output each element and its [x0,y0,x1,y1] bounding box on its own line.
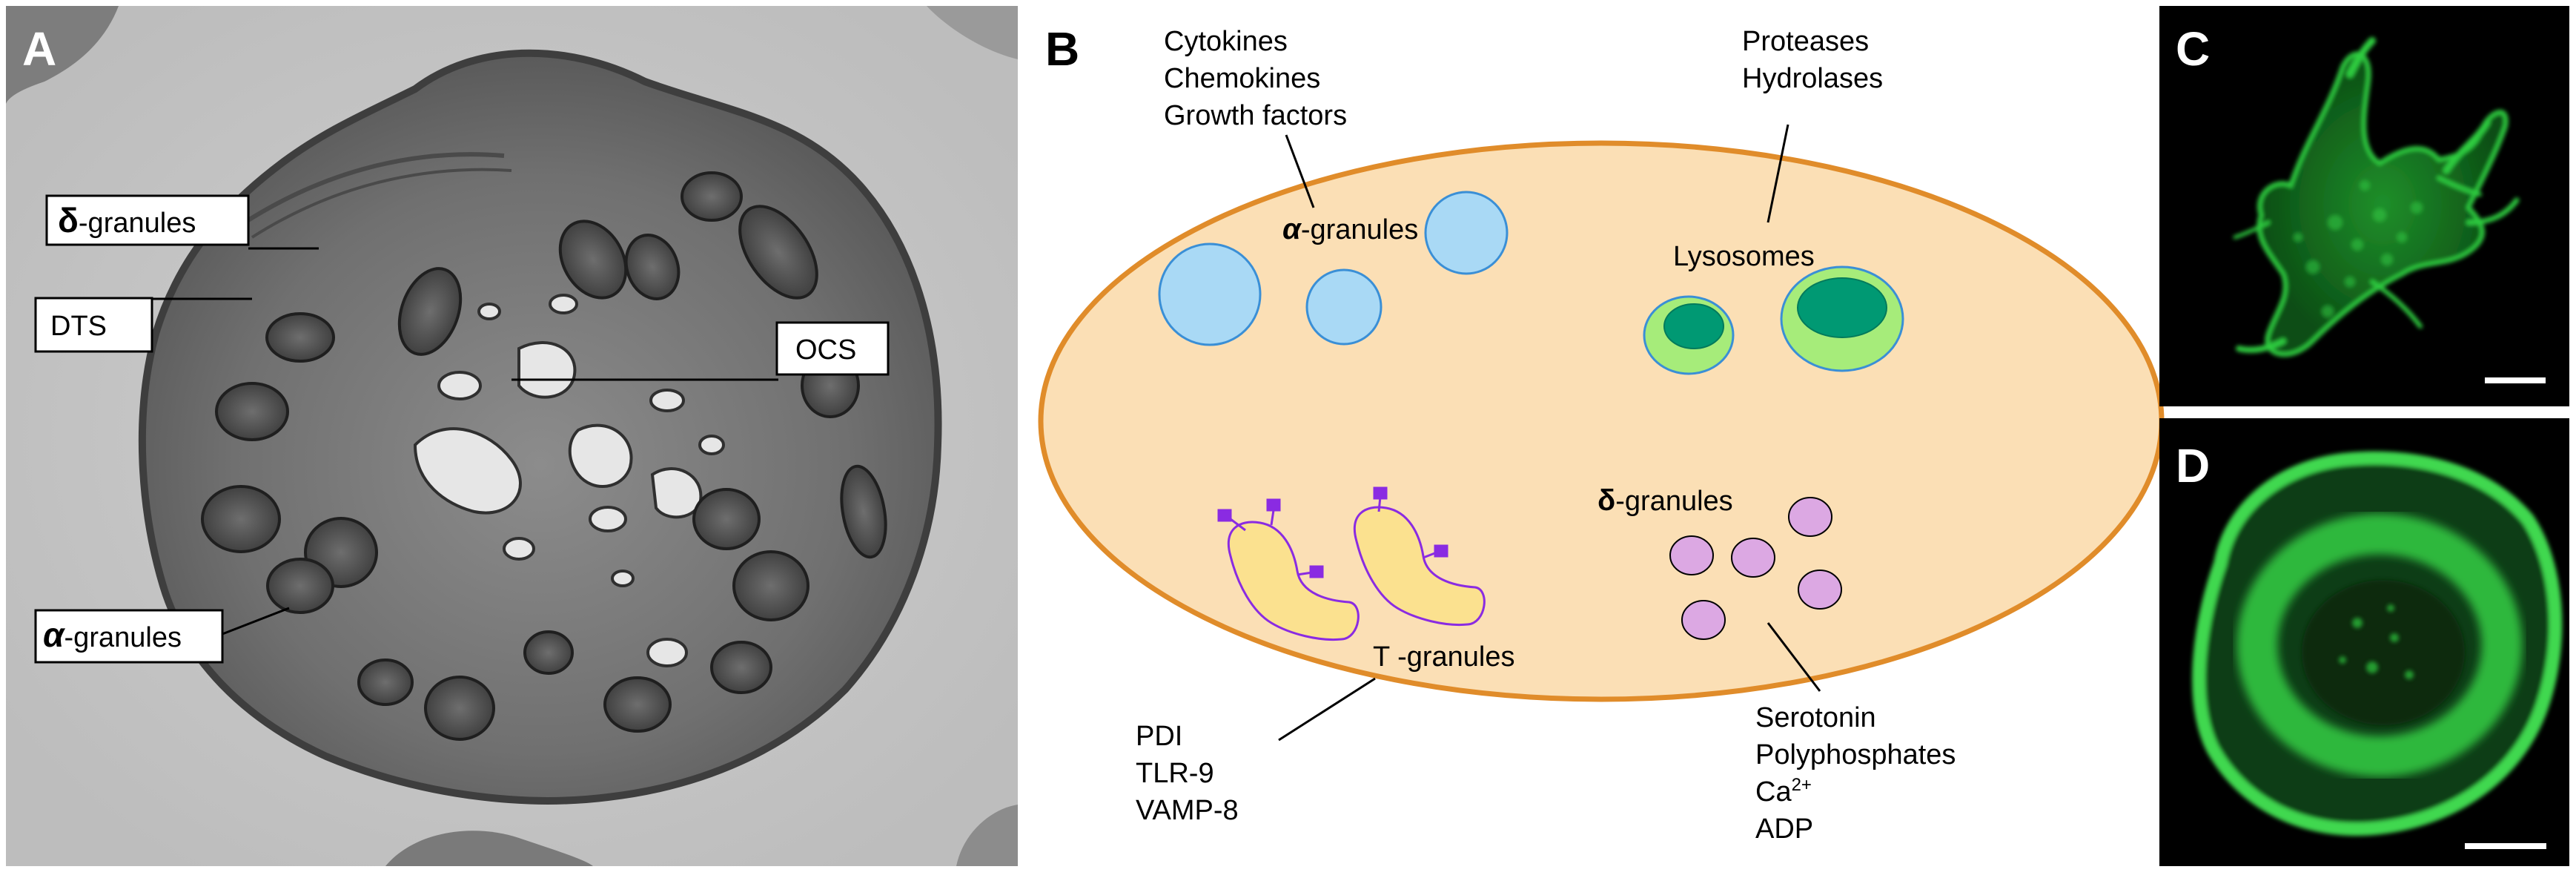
adp-text: ADP [1755,813,1813,845]
platelet-cell-outline [1038,140,2165,702]
ocs-label: OCS [795,334,856,366]
platelet-inner-region [2302,580,2465,725]
panel-a: A δ-granules DTS OCS α-granules [6,6,1018,866]
ocs-label-box [775,321,890,376]
panel-d: D [2159,418,2569,866]
em-neighbor-fragment [927,6,1018,59]
proteases-leader [1767,124,1789,223]
cytokines-text: Cytokines [1164,26,1288,57]
delta-granule [1681,600,1726,640]
t-granule-group [1217,486,1486,641]
lysosome-group [1643,265,1904,375]
panel-c: C [2159,6,2569,406]
delta-granule-group [1669,497,1842,640]
panel-b: B Cytokines Chemokines Growth factors α-… [1038,22,2165,845]
lysosome-core [1797,277,1887,338]
panel-a-letter: A [22,22,56,76]
delta-granule [1798,570,1842,610]
alpha-granules-title: α-granules [1282,213,1418,245]
delta-granules-title: δ-granules [1597,484,1733,517]
panel-d-letter: D [2176,439,2210,492]
alpha-granule [1424,191,1509,275]
alpha-granule [1158,242,1262,346]
em-microtubule-band [243,152,505,225]
panel-d-scale-bar [2465,843,2546,849]
t-granules-title: T -granules [1373,641,1515,673]
delta-granules-label: δ-granules [58,201,196,240]
delta-granule [1788,497,1832,537]
polyphosphates-text: Polyphosphates [1755,739,1956,770]
serotonin-text: Serotonin [1755,702,1876,733]
panel-b-letter: B [1045,22,1079,76]
em-microtubule-band [251,168,512,239]
tlr9-text: TLR-9 [1136,758,1214,789]
em-neighbor-fragment [956,805,1018,866]
cytokines-leader [1285,134,1315,208]
dts-label-box [34,297,153,353]
platelet-inner-speckles [2339,604,2414,679]
delta-granule [1731,538,1775,578]
em-granules [201,171,887,741]
panel-d-resting-platelet [2192,451,2563,836]
lysosomes-title: Lysosomes [1673,241,1815,272]
t-granule-receptors [1217,486,1448,578]
pdi-text: PDI [1136,721,1182,752]
em-neighbor-fragment [6,6,119,104]
panel-c-spread-platelet [2233,37,2520,357]
alpha-granules-label: α-granules [43,615,182,654]
alpha-granules-leader [222,607,290,636]
delta-granule [1669,535,1714,575]
calcium-text: Ca2+ [1755,775,1812,808]
panel-c-letter: C [2176,22,2210,76]
alpha-granules-label-box [34,609,224,664]
delta-granules-label-box [45,194,250,246]
hydrolases-text: Hydrolases [1742,63,1883,94]
t-granule [1353,506,1486,627]
alpha-granule-group [1158,191,1509,346]
chemokines-text: Chemokines [1164,63,1320,94]
panel-c-scale-bar [2485,377,2546,383]
alpha-granule [1305,268,1383,346]
delta-contents-leader [1767,622,1821,692]
em-neighbor-fragment [385,831,593,866]
vamp8-text: VAMP-8 [1136,795,1239,826]
dts-label: DTS [50,311,107,342]
proteases-text: Proteases [1742,26,1869,57]
t-contents-leader [1278,677,1376,742]
platelet-microtubule-ring [2236,513,2523,777]
t-granule [1227,521,1360,641]
em-ocs-lumen [413,294,725,667]
em-platelet-body [138,49,942,805]
growth-factors-text: Growth factors [1164,100,1347,131]
lysosome-core [1663,303,1724,349]
